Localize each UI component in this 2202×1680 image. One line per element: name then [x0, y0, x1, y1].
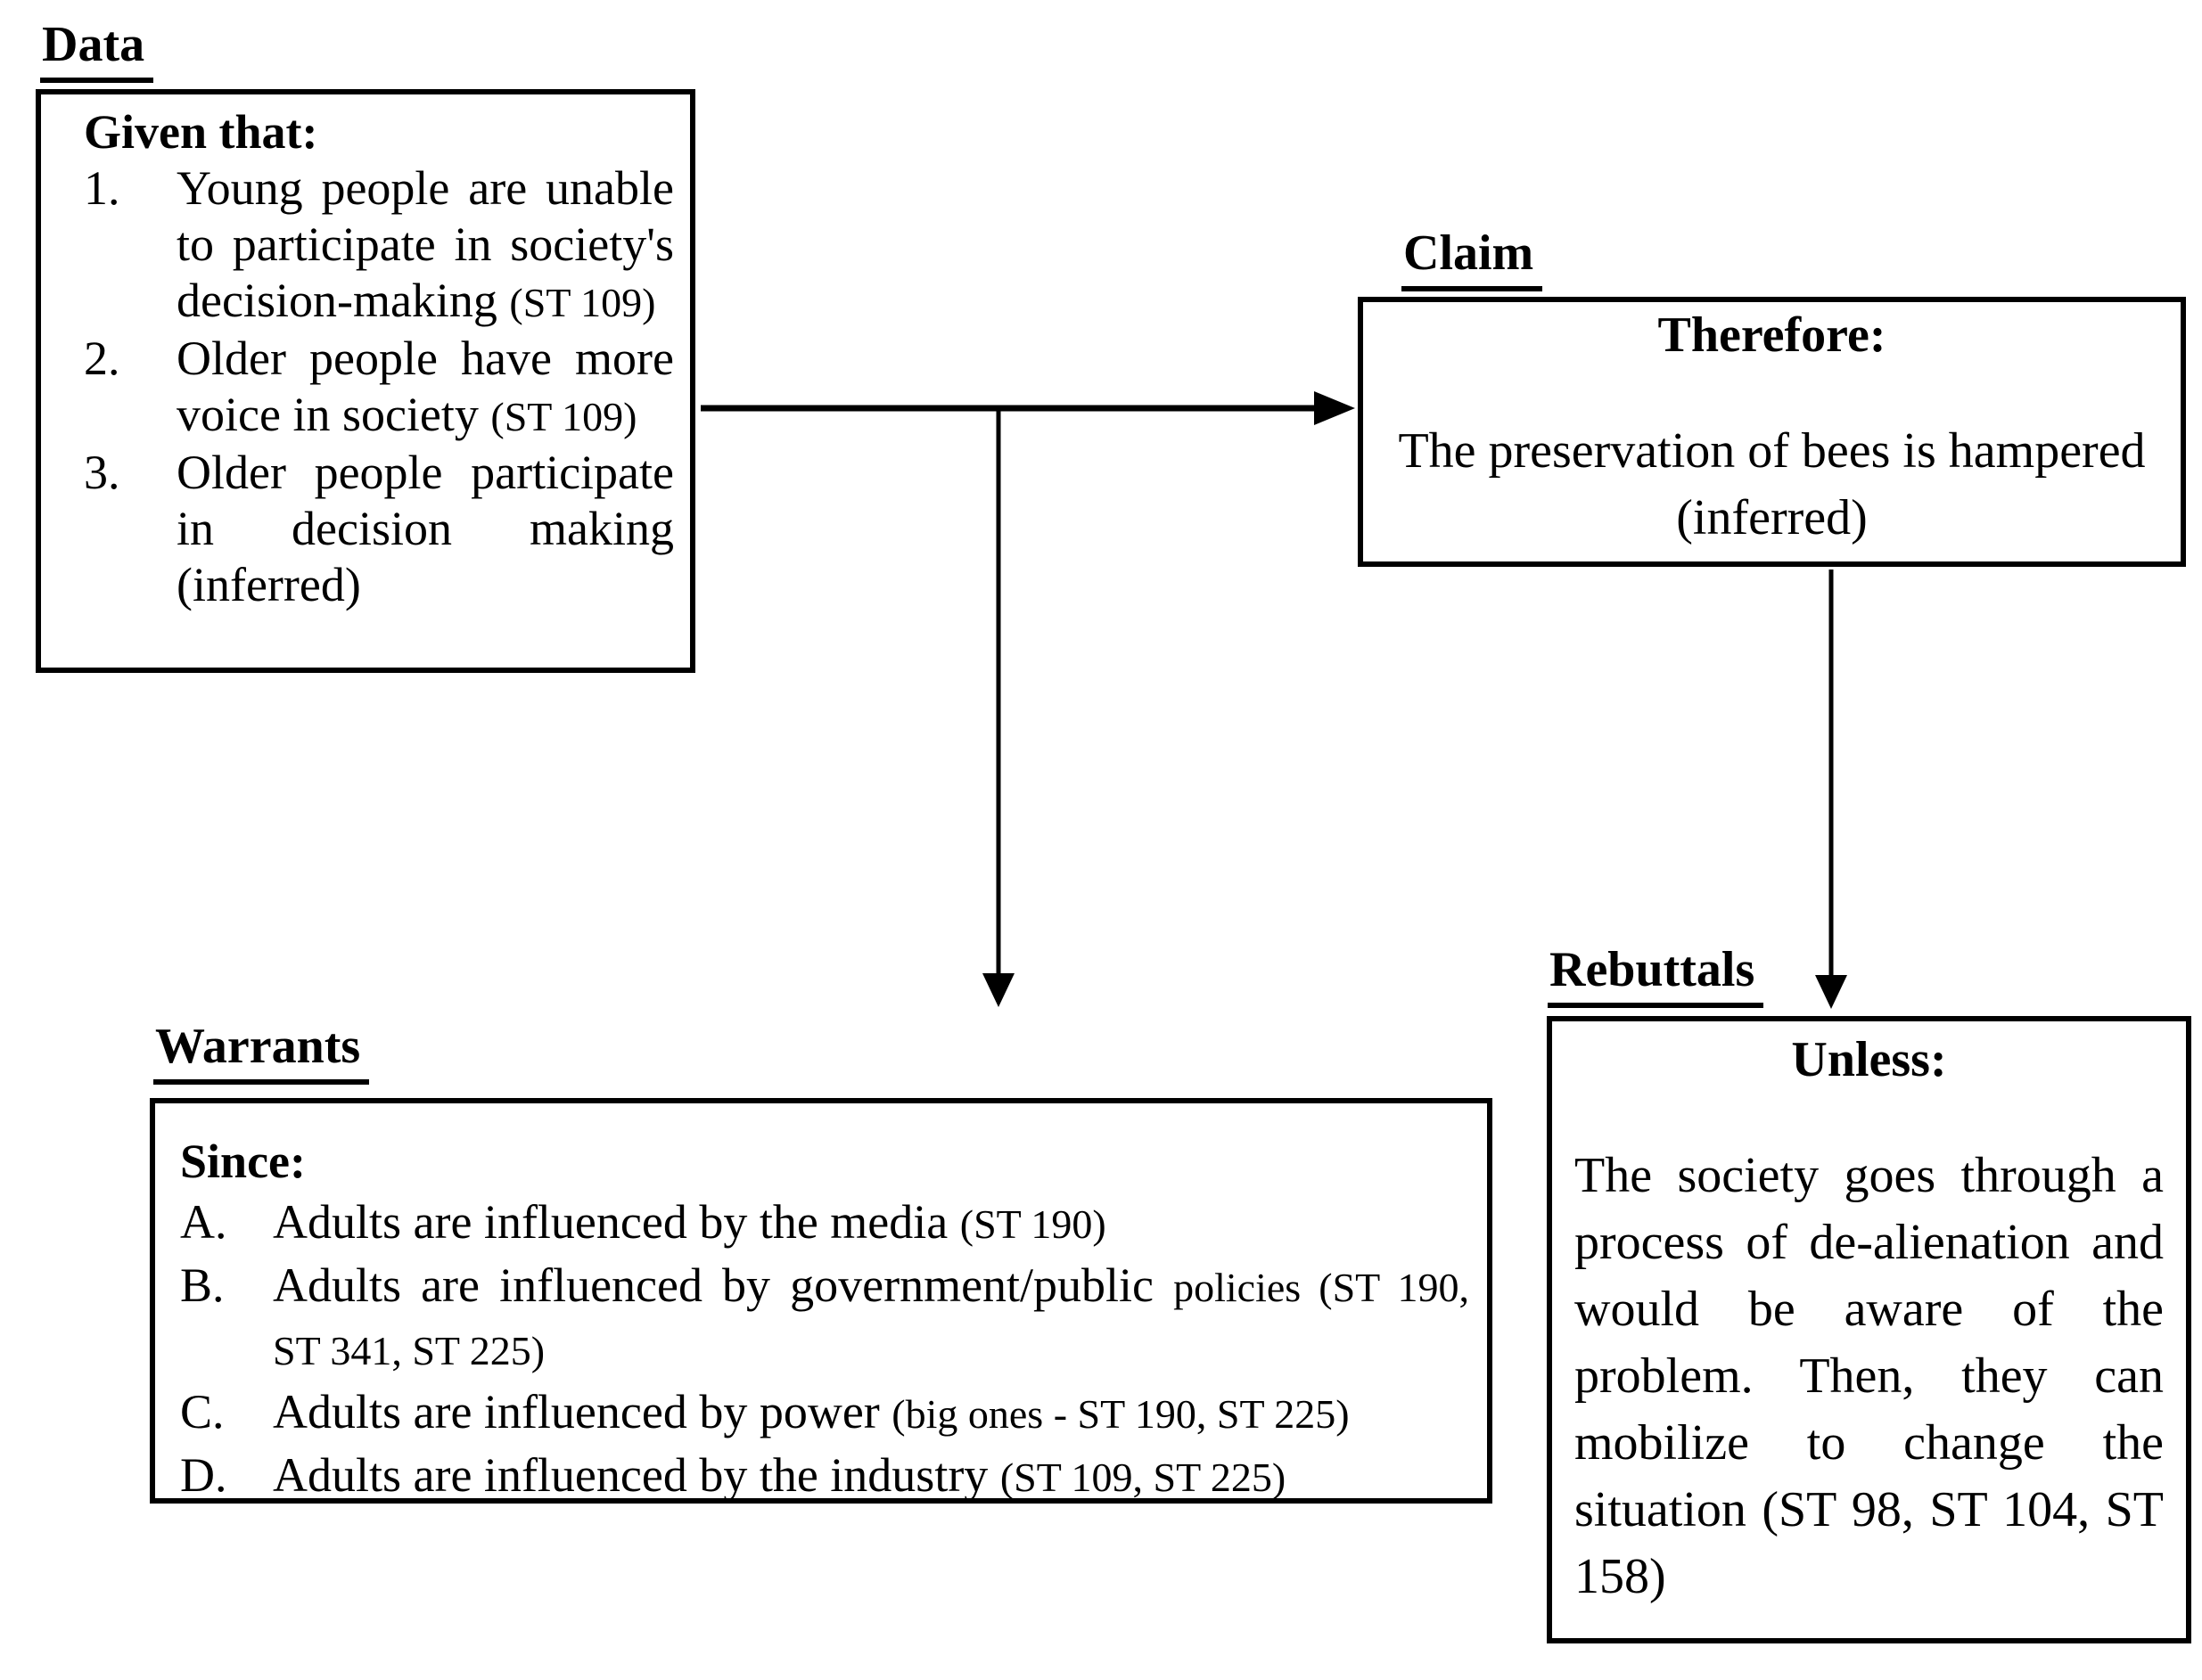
data-box-heading: Given that: [84, 105, 318, 159]
text-line: voice in society (ST 109) [177, 387, 674, 445]
body-text: The society goes through a [1574, 1148, 2164, 1203]
citation-text: (big ones - ST 190, ST 225) [891, 1391, 1350, 1437]
text-line: decision-making (ST 109) [177, 273, 674, 331]
arrowhead-down-icon [1815, 975, 1847, 1009]
item-marker: D. [180, 1448, 227, 1502]
text-line: problem. Then, they can [1574, 1343, 2164, 1410]
text-line: in decision making [177, 501, 674, 557]
body-text: problem. Then, they can [1574, 1348, 2164, 1404]
list-item: A. Adults are influenced by the media (ST… [180, 1192, 1469, 1255]
claim-to-rebuttals-arrow [1815, 570, 1847, 1009]
body-text: Adults are influenced by the industry [273, 1448, 1000, 1502]
item-marker: A. [180, 1195, 227, 1249]
body-text: process of de-alienation and [1574, 1215, 2164, 1270]
item-text: Adults are influenced by the industry (S… [273, 1445, 1469, 1508]
citation-text: (ST 109) [490, 394, 637, 439]
claim-box: Therefore: The preservation of bees is h… [1358, 297, 2186, 567]
citation-text: (ST 109) [509, 280, 656, 325]
claim-statement-line: (inferred) [1676, 490, 1868, 545]
list-item: C. Adults are influenced by power (big on… [180, 1381, 1469, 1445]
body-text: (inferred) [177, 558, 361, 611]
body-text: 158) [1574, 1549, 1666, 1604]
citation-text: ST 341, ST 225) [273, 1328, 546, 1373]
rebuttals-paragraph: The society goes through a process of de-… [1574, 1143, 2164, 1610]
data-to-claim-arrow [701, 391, 1355, 425]
citation-text: policies (ST 190, [1173, 1265, 1470, 1310]
text-line: (inferred) [177, 557, 674, 613]
body-text: Adults are influenced by government/publ… [273, 1258, 1174, 1312]
text-line: Older people participate [177, 445, 674, 501]
claim-section-label: Claim [1401, 225, 1543, 291]
text-line: process of de-alienation and [1574, 1209, 2164, 1276]
text-line: 158) [1574, 1544, 2164, 1610]
text-line: The society goes through a [1574, 1143, 2164, 1209]
warrants-section-label: Warrants [153, 1019, 370, 1085]
text-line: ST 341, ST 225) [273, 1318, 1469, 1381]
body-text: decision-making [177, 274, 510, 327]
text-line: Older people have more [177, 331, 674, 387]
arrowhead-down-icon [982, 973, 1015, 1007]
body-text: Older people have more [177, 332, 674, 385]
text-line: mobilize to change the [1574, 1410, 2164, 1477]
item-marker: 1. [84, 161, 120, 215]
citation-text: (ST 109, ST 225) [999, 1455, 1286, 1500]
body-text: to participate in society's [177, 217, 674, 271]
body-text: Adults are influenced by the media [273, 1195, 960, 1249]
text-line: Adults are influenced by the industry (S… [273, 1445, 1469, 1508]
citation-text: (ST 190) [959, 1201, 1106, 1247]
text-line: situation (ST 98, ST 104, ST [1574, 1477, 2164, 1544]
item-marker: B. [180, 1258, 225, 1312]
body-text: Adults are influenced by power [273, 1385, 892, 1438]
text-line: would be aware of the [1574, 1276, 2164, 1343]
warrants-box-heading: Since: [180, 1135, 306, 1188]
text-line: to participate in society's [177, 217, 674, 273]
item-text: Adults are influenced by the media (ST 1… [273, 1192, 1469, 1255]
body-text: mobilize to change the [1574, 1415, 2164, 1471]
warrants-box-items: A. Adults are influenced by the media (ST… [180, 1192, 1469, 1508]
list-item: B. Adults are influenced by government/pu… [180, 1255, 1469, 1381]
claim-statement-line: The preservation of bees is hampered [1398, 423, 2146, 479]
body-text: Young people are unable [177, 161, 674, 215]
warrants-box: Since: A. Adults are influenced by the me… [150, 1098, 1492, 1504]
data-section-label: Data [40, 17, 154, 83]
body-text: would be aware of the [1574, 1282, 2164, 1337]
text-line: Adults are influenced by the media (ST 1… [273, 1192, 1469, 1255]
claim-box-heading: Therefore: [1657, 307, 1886, 363]
item-marker: 3. [84, 446, 120, 499]
body-text: voice in society [177, 388, 491, 441]
arrowhead-right-icon [1314, 391, 1355, 425]
text-line: Adults are influenced by government/publ… [273, 1255, 1469, 1318]
rebuttals-box-heading: Unless: [1791, 1032, 1947, 1087]
body-text: in decision making [177, 502, 674, 555]
text-line: Young people are unable [177, 160, 674, 217]
item-text: Adults are influenced by power (big ones… [273, 1381, 1469, 1445]
body-text: Older people participate [177, 446, 674, 499]
item-marker: C. [180, 1385, 225, 1438]
body-text: situation (ST 98, ST 104, ST [1574, 1482, 2164, 1537]
junction-to-warrants-arrow [982, 406, 1015, 1007]
item-marker: 2. [84, 332, 120, 385]
text-line: Adults are influenced by power (big ones… [273, 1381, 1469, 1445]
item-text: Adults are influenced by government/publ… [273, 1255, 1469, 1381]
list-item: D. Adults are influenced by the industry … [180, 1445, 1469, 1508]
rebuttals-section-label: Rebuttals [1548, 942, 1764, 1008]
rebuttals-box: Unless: The society goes through a proces… [1547, 1016, 2191, 1643]
